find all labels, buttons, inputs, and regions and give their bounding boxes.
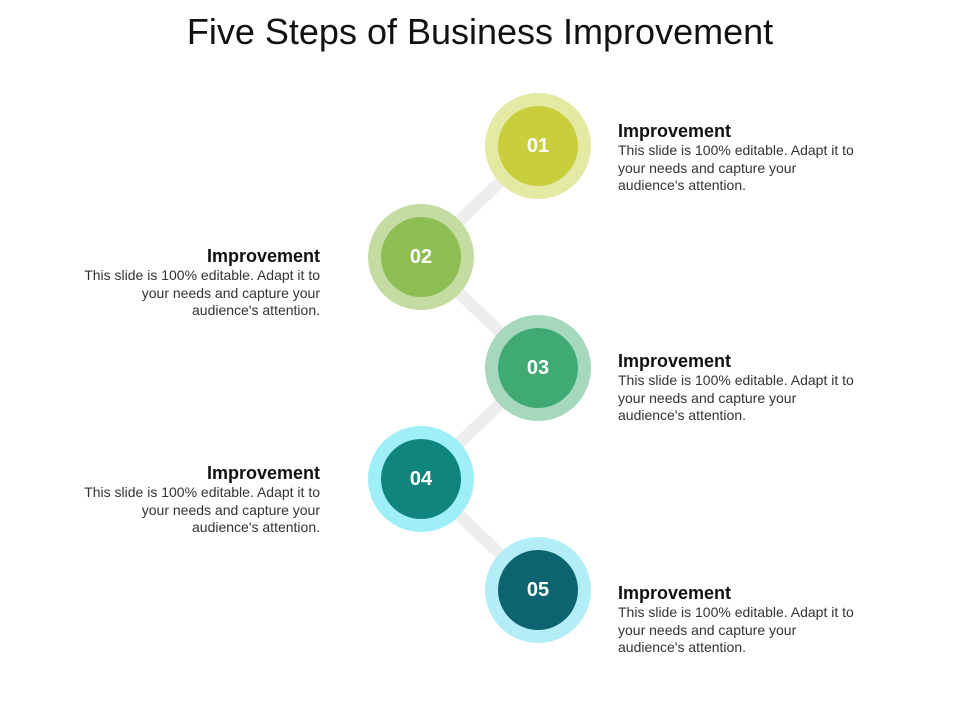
step-4-number: 04 xyxy=(409,467,433,490)
step-4-text: Improvement This slide is 100% editable.… xyxy=(80,462,320,537)
step-1-outer-circle: 01 xyxy=(485,93,591,199)
step-5-outer-circle: 05 xyxy=(485,537,591,643)
step-3-number: 03 xyxy=(526,356,550,379)
step-2-outer-circle: 02 xyxy=(368,204,474,310)
step-3-text: Improvement This slide is 100% editable.… xyxy=(618,350,858,425)
step-4-inner-circle: 04 xyxy=(381,439,461,519)
step-2-number: 02 xyxy=(409,245,433,268)
step-1-description: This slide is 100% editable. Adapt it to… xyxy=(618,142,854,193)
step-4-outer-circle: 04 xyxy=(368,426,474,532)
step-5-number: 05 xyxy=(526,578,550,601)
step-5-inner-circle: 05 xyxy=(498,550,578,630)
step-1-number: 01 xyxy=(526,134,550,157)
step-2-inner-circle: 02 xyxy=(381,217,461,297)
step-2-description: This slide is 100% editable. Adapt it to… xyxy=(84,267,320,318)
step-3-outer-circle: 03 xyxy=(485,315,591,421)
step-4-description: This slide is 100% editable. Adapt it to… xyxy=(84,484,320,535)
page-title: Five Steps of Business Improvement xyxy=(186,11,774,52)
step-4-heading: Improvement xyxy=(206,463,320,483)
step-1-text: Improvement This slide is 100% editable.… xyxy=(618,120,858,195)
step-5-description: This slide is 100% editable. Adapt it to… xyxy=(618,604,854,655)
step-3-heading: Improvement xyxy=(618,351,732,371)
step-1-heading: Improvement xyxy=(618,121,732,141)
step-5-heading: Improvement xyxy=(618,583,732,603)
step-2-heading: Improvement xyxy=(206,246,320,266)
step-1-inner-circle: 01 xyxy=(498,106,578,186)
step-5-text: Improvement This slide is 100% editable.… xyxy=(618,582,858,657)
step-3-inner-circle: 03 xyxy=(498,328,578,408)
step-2-text: Improvement This slide is 100% editable.… xyxy=(80,245,320,320)
step-3-description: This slide is 100% editable. Adapt it to… xyxy=(618,372,854,423)
